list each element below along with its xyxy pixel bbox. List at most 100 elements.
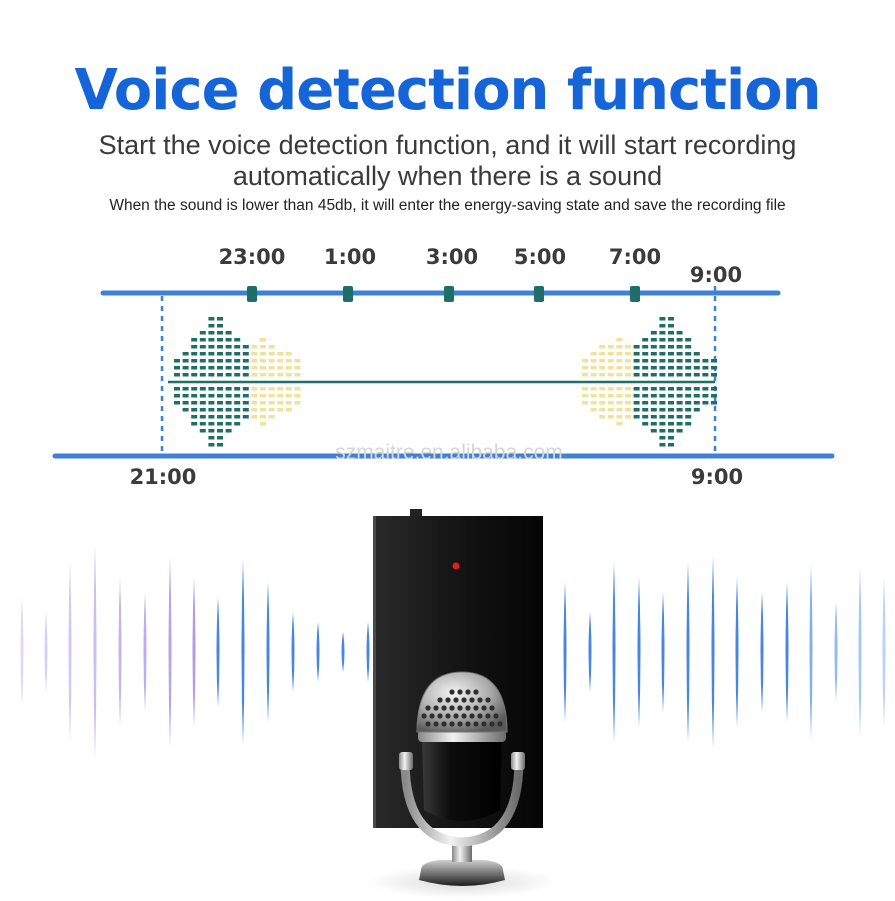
level-segment <box>234 345 241 349</box>
level-segment <box>702 366 709 370</box>
level-segment <box>693 359 700 363</box>
grill-hole <box>465 689 471 695</box>
sound-wave-stroke <box>858 567 862 737</box>
level-segment <box>260 338 266 342</box>
level-segment <box>659 401 666 405</box>
level-segment <box>668 443 674 447</box>
sound-wave-stroke <box>809 564 813 740</box>
level-segment <box>599 401 606 405</box>
level-segment <box>268 373 275 377</box>
level-segment <box>191 352 198 356</box>
level-segment <box>659 366 666 370</box>
microphone-grill <box>421 689 503 727</box>
grill-hole <box>453 713 459 719</box>
level-segment <box>225 401 232 405</box>
level-segment <box>268 352 275 356</box>
level-segment <box>260 359 266 363</box>
level-segment <box>616 422 623 426</box>
level-segment <box>234 422 241 426</box>
level-segment <box>285 366 292 370</box>
level-segment <box>616 415 623 419</box>
level-segment <box>685 401 692 405</box>
level-segment <box>208 387 215 391</box>
level-segment <box>174 401 180 405</box>
grill-hole <box>489 705 495 711</box>
level-segment <box>633 387 640 391</box>
level-segment <box>642 359 649 363</box>
level-segment <box>676 338 683 342</box>
level-segment <box>650 394 657 398</box>
level-segment <box>599 408 606 412</box>
level-segment <box>676 429 683 433</box>
level-segment <box>702 373 709 377</box>
level-segment <box>607 415 614 419</box>
level-segment <box>693 401 700 405</box>
level-segment <box>702 394 709 398</box>
level-segment <box>676 331 683 335</box>
level-segment <box>685 366 692 370</box>
level-segment <box>199 352 206 356</box>
level-segment <box>599 345 606 349</box>
grill-hole <box>445 713 451 719</box>
level-segment <box>251 408 258 412</box>
grill-hole <box>465 705 471 711</box>
level-segment <box>242 373 249 377</box>
sound-wave-stroke <box>760 592 764 712</box>
level-segment <box>234 401 241 405</box>
level-segment <box>217 422 223 426</box>
level-segment <box>217 338 223 342</box>
level-segment <box>268 394 275 398</box>
level-segment <box>242 415 249 419</box>
level-segment <box>650 359 657 363</box>
level-segment <box>590 366 597 370</box>
sound-wave-graphic <box>20 544 886 760</box>
grill-hole <box>473 705 479 711</box>
level-segment <box>251 387 258 391</box>
level-segment <box>616 408 623 412</box>
sound-wave-stroke <box>612 562 616 742</box>
level-segment <box>294 366 301 370</box>
level-segment <box>260 408 266 412</box>
level-segment <box>199 401 206 405</box>
level-segment <box>582 373 588 377</box>
level-segment <box>225 338 232 342</box>
level-segment <box>260 401 266 405</box>
level-segment <box>650 352 657 356</box>
level-segment <box>234 387 241 391</box>
level-segment <box>659 387 666 391</box>
level-segment <box>711 387 717 391</box>
level-segment <box>260 373 266 377</box>
level-segment <box>208 408 215 412</box>
level-segment <box>590 359 597 363</box>
level-segment <box>702 387 709 391</box>
level-segment <box>676 394 683 398</box>
level-segment <box>599 352 606 356</box>
level-segment <box>659 331 666 335</box>
timeline-tick <box>534 286 544 302</box>
grill-hole <box>473 721 479 727</box>
level-segment <box>251 366 258 370</box>
level-segment <box>234 408 241 412</box>
level-segment <box>260 352 266 356</box>
level-segment <box>590 373 597 377</box>
level-segment <box>616 373 623 377</box>
level-segment <box>277 394 284 398</box>
level-segment <box>199 429 206 433</box>
level-segment <box>285 401 292 405</box>
level-segment <box>616 352 623 356</box>
level-segment <box>217 352 223 356</box>
level-segment <box>294 401 301 405</box>
watermark: szmaitre.en.alibaba.com <box>335 441 563 464</box>
level-segment <box>642 387 649 391</box>
level-segment <box>294 373 301 377</box>
level-segment <box>650 401 657 405</box>
level-segment <box>208 338 215 342</box>
level-segment <box>668 317 674 321</box>
level-segment <box>225 394 232 398</box>
level-segment <box>711 373 717 377</box>
grill-hole <box>441 721 447 727</box>
level-segment <box>582 401 588 405</box>
level-segment <box>685 338 692 342</box>
level-segment <box>217 366 223 370</box>
level-segment <box>208 324 215 328</box>
